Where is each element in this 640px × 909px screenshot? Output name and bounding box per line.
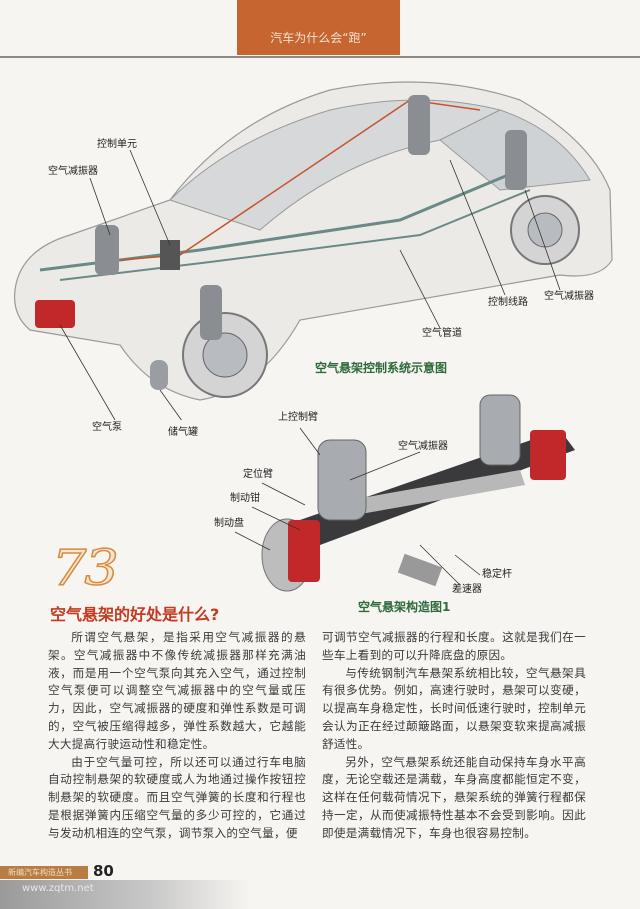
label-brake-disc: 制动盘 [214, 518, 244, 529]
suspension-assembly-illustration [234, 394, 575, 592]
left-column: 所谓空气悬架，是指采用空气减振器的悬架。空气减振器中不像传统减振器那样充满油液，… [48, 629, 306, 843]
label-stabilizer-bar: 稳定杆 [482, 569, 512, 580]
label-air-shock-front: 空气减振器 [48, 166, 98, 177]
page-number: 80 [93, 862, 114, 880]
figure2-caption: 空气悬架构造图1 [358, 600, 451, 614]
article-number: 73 [51, 539, 119, 597]
figure1-caption: 空气悬架控制系统示意图 [315, 361, 448, 375]
car-air-suspension-illustration [13, 81, 613, 420]
label-air-tank: 储气罐 [168, 427, 198, 438]
label-air-shock-rear: 空气减振器 [544, 291, 594, 302]
article-title: 空气悬架的好处是什么? [50, 605, 220, 624]
label-air-shock: 空气减振器 [398, 441, 448, 452]
label-differential: 差速器 [452, 584, 482, 595]
label-air-pump: 空气泵 [92, 422, 122, 433]
label-control-unit: 控制单元 [97, 139, 137, 150]
label-upper-control-arm: 上控制臂 [278, 412, 318, 423]
watermark: www.zqtm.net [0, 880, 250, 909]
section-header: 汽车为什么会“跑” [237, 0, 400, 55]
label-brake-caliper: 制动钳 [230, 493, 260, 504]
header-rule [0, 56, 640, 58]
label-control-line: 控制线路 [488, 297, 528, 308]
paragraph: 另外，空气悬架系统还能自动保持车身水平高度，无论空载还是满载，车身高度都能恒定不… [322, 754, 586, 840]
label-locating-arm: 定位臂 [243, 469, 273, 480]
label-air-pipe: 空气管道 [422, 328, 462, 339]
paragraph: 与传统钢制汽车悬架系统相比较，空气悬架具有很多优势。例如，高速行驶时，悬架可以变… [322, 665, 586, 751]
paragraph: 由于空气量可控，所以还可以通过行车电脑自动控制悬架的软硬度或人为地通过操作按钮控… [48, 754, 306, 840]
paragraph-continuation: 可调节空气减振器的行程和长度。这就是我们在一些车上看到的可以升降底盘的原因。 [322, 630, 586, 662]
section-title: 汽车为什么会“跑” [270, 31, 367, 45]
right-column: 可调节空气减振器的行程和长度。这就是我们在一些车上看到的可以升降底盘的原因。 与… [322, 629, 586, 843]
footer-series: 新编汽车构造丛书 [0, 866, 88, 879]
paragraph: 所谓空气悬架，是指采用空气减振器的悬架。空气减振器中不像传统减振器那样充满油液，… [48, 630, 306, 751]
